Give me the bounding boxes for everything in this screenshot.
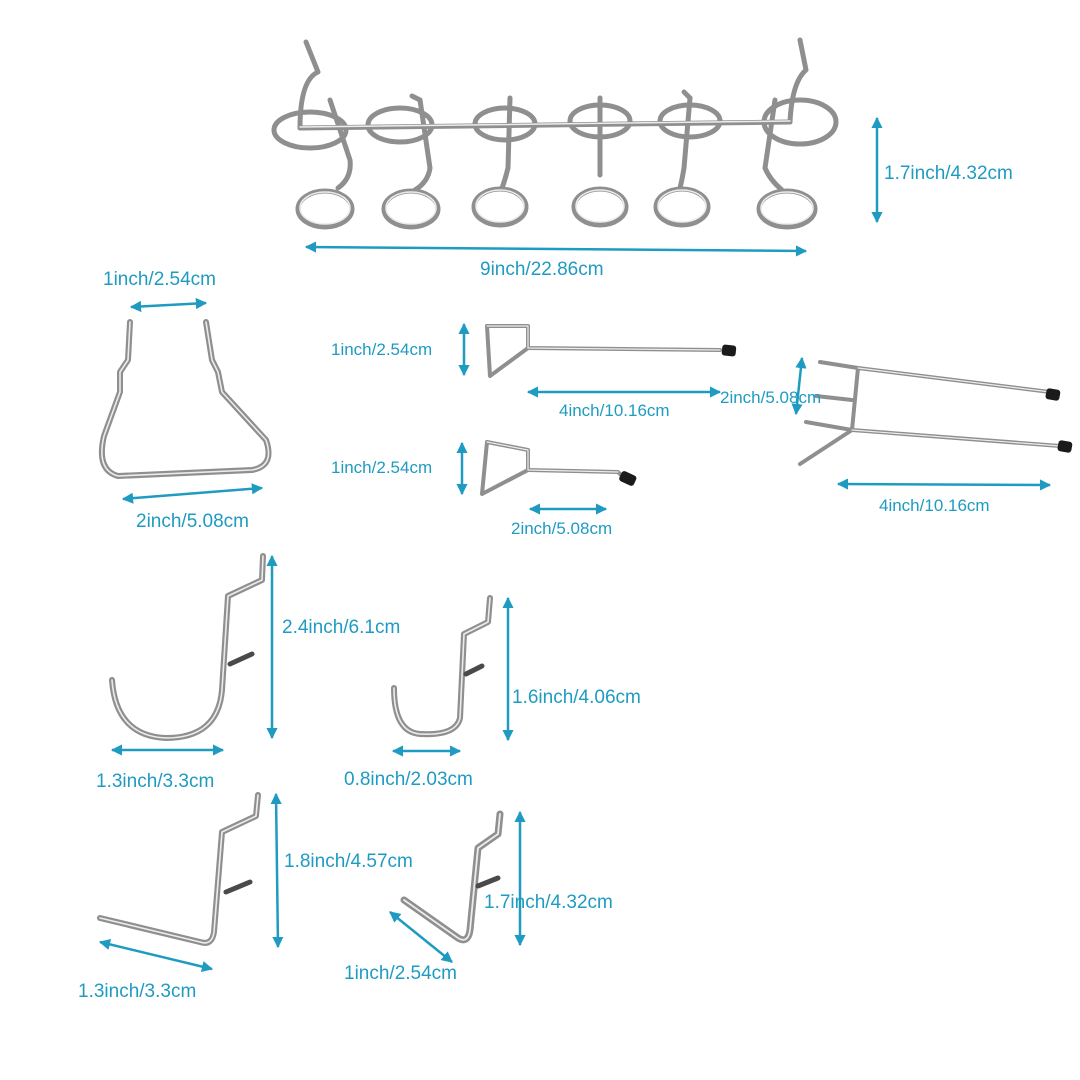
- straight-hook-short-illustration: [480, 440, 637, 496]
- angled-hook-length-label: 1inch/2.54cm: [344, 963, 458, 984]
- angled-hook-illustration: [400, 810, 504, 944]
- l-hook-length-label: 1.3inch/3.3cm: [78, 981, 197, 1002]
- j-hook-small-width-label: 0.8inch/2.03cm: [344, 769, 473, 790]
- ring-rack-illustration: [271, 37, 839, 230]
- ring-rack-width-label: 9inch/22.86cm: [480, 259, 604, 280]
- straight-hook-short-height-label: 1inch/2.54cm: [331, 458, 433, 477]
- ring-rack-width-arrow: [304, 241, 808, 257]
- dimension-arrows: [98, 116, 1052, 973]
- j-hook-large-illustration: [109, 553, 266, 741]
- straight-hook-long-length-label: 4inch/10.16cm: [559, 401, 670, 420]
- double-hook-height-label: 2inch/5.08cm: [720, 388, 822, 407]
- l-hook-height-arrow: [270, 792, 284, 949]
- ring-rack-height-label: 1.7inch/4.32cm: [884, 163, 1013, 184]
- j-hook-small-illustration: [391, 595, 493, 738]
- double-hook-illustration: [798, 360, 1073, 466]
- double-hook-length-label: 4inch/10.16cm: [879, 496, 990, 515]
- j-hook-large-width-label: 1.3inch/3.3cm: [96, 771, 215, 792]
- u-hook-illustration: [98, 319, 272, 479]
- straight-hook-long-illustration: [485, 324, 737, 378]
- u-hook-top-label: 1inch/2.54cm: [103, 269, 217, 290]
- l-hook-length-arrow: [98, 938, 214, 973]
- l-hook-height-label: 1.8inch/4.57cm: [284, 851, 413, 872]
- angled-hook-height-label: 1.7inch/4.32cm: [484, 892, 613, 913]
- double-hook-height-arrow: [791, 356, 807, 416]
- straight-hook-long-height-label: 1inch/2.54cm: [331, 340, 433, 359]
- u-hook-top-arrow: [129, 297, 208, 313]
- angled-hook-length-arrow: [389, 911, 453, 963]
- straight-hook-short-length-label: 2inch/5.08cm: [511, 519, 613, 538]
- double-hook-length-arrow: [836, 478, 1052, 491]
- j-hook-small-height-label: 1.6inch/4.06cm: [512, 688, 641, 707]
- j-hook-large-height-label: 2.4inch/6.1cm: [282, 617, 401, 638]
- l-hook-illustration: [97, 792, 261, 946]
- u-hook-bottom-label: 2inch/5.08cm: [136, 511, 250, 532]
- u-hook-bottom-arrow: [121, 483, 264, 504]
